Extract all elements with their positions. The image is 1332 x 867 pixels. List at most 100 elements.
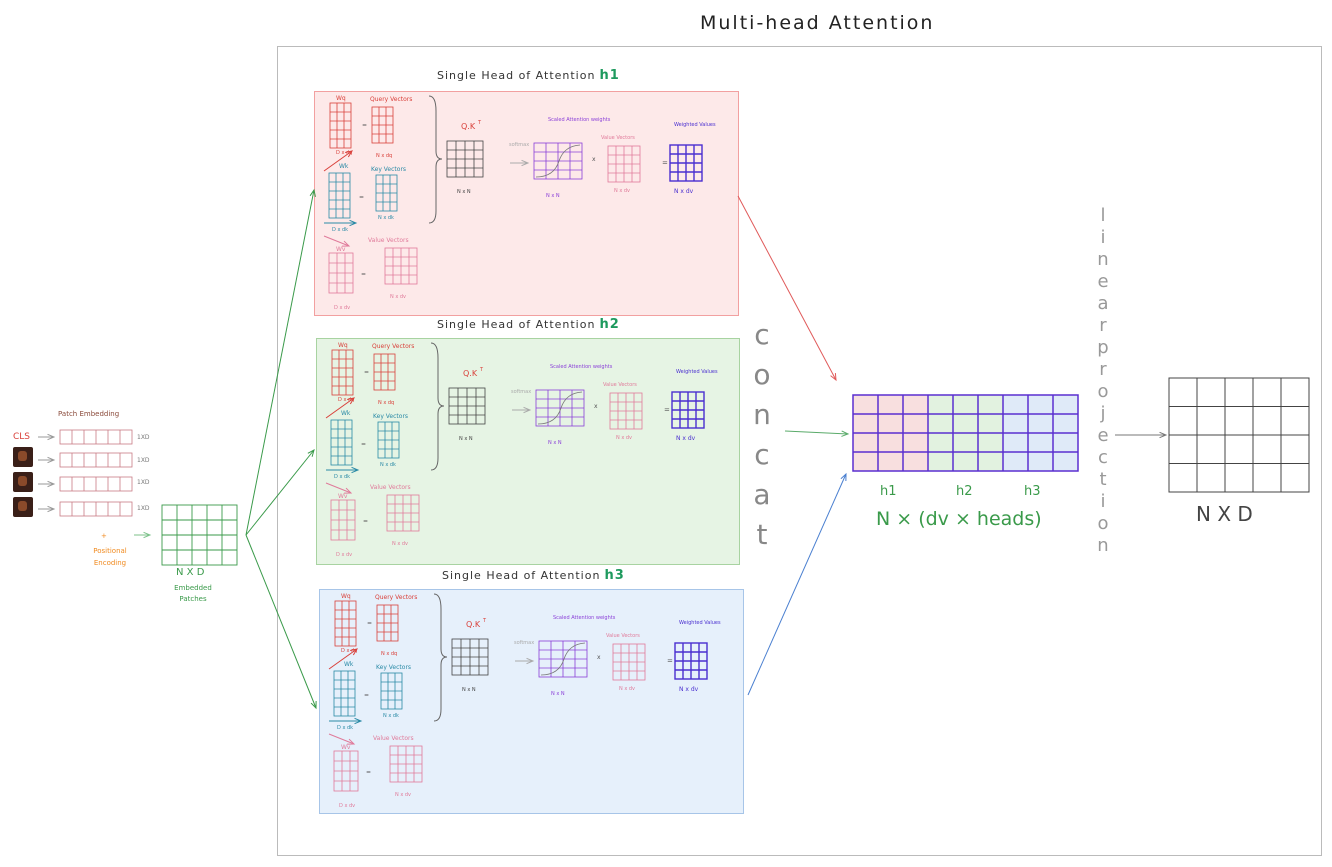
to-head-3-arrow-head xyxy=(310,700,317,710)
wq-arrow xyxy=(328,648,359,670)
qkt-grid xyxy=(446,140,484,178)
to-head-2-arrow-shaft xyxy=(245,449,315,536)
patch-row xyxy=(59,476,133,492)
scaled-attention-label: Scaled Attention weights xyxy=(553,615,616,621)
head-label-text: Single Head of Attention xyxy=(442,569,601,582)
eq-sign: = xyxy=(359,194,364,201)
key-vectors-label: Key Vectors xyxy=(376,664,411,671)
softmax-arrow-head xyxy=(523,406,532,414)
patch-arrow-head xyxy=(47,456,56,464)
value-copy-grid xyxy=(607,145,641,183)
concat-cell xyxy=(928,414,953,433)
softmax-label: softmax xyxy=(514,640,534,646)
patch-embedding-label: Patch Embedding xyxy=(58,410,120,418)
concat-cell xyxy=(1028,433,1053,452)
eq-sign: = xyxy=(361,271,366,278)
x-sign: x xyxy=(592,156,596,163)
wq-label: Wq xyxy=(336,95,346,102)
wq-grid xyxy=(334,600,357,647)
weighted-dim-label: N x dv xyxy=(679,686,699,693)
concat-cell xyxy=(1028,452,1053,471)
wk-arrow-head xyxy=(351,466,360,474)
wq-grid-frame xyxy=(334,600,357,647)
qkt-sup-label: T xyxy=(477,120,482,126)
key-dim-label: N x dk xyxy=(378,215,394,221)
wv-arrow-shaft xyxy=(328,733,355,745)
concat-cell xyxy=(928,433,953,452)
concat-cell xyxy=(903,433,928,452)
to-head-1-arrow-shaft xyxy=(245,189,315,536)
head-3-to-concat-arrow-head xyxy=(840,472,847,482)
key-grid xyxy=(375,174,398,212)
softmax-label: softmax xyxy=(509,142,529,148)
concat-cell xyxy=(903,395,928,414)
attention-dim-label: N x N xyxy=(548,440,562,446)
wv-arrow-shaft xyxy=(323,235,350,247)
head-2-to-concat-arrow-shaft xyxy=(784,430,849,435)
wk-grid-frame xyxy=(328,172,351,219)
qkt-dim-label: N x N xyxy=(457,189,471,195)
value-vectors-label: Value Vectors xyxy=(370,484,411,491)
eq-sign: = xyxy=(364,692,369,699)
wk-arrow xyxy=(324,219,358,227)
embedded-dim-label: N X D xyxy=(176,567,205,578)
wq-arrow-head xyxy=(345,150,354,158)
key-grid xyxy=(377,421,400,459)
wk-arrow xyxy=(329,717,363,725)
query-vectors-label: Query Vectors xyxy=(375,594,417,601)
head-3-to-concat-arrow-shaft xyxy=(747,473,847,696)
wv-arrow-head xyxy=(341,240,351,247)
linear-projection-label: l i n e a r p r o j e c t i o n xyxy=(1097,205,1109,556)
to-head-2-arrow-head xyxy=(307,448,315,457)
query-vectors-label: Query Vectors xyxy=(372,343,414,350)
wv-dim-label: D x dv xyxy=(339,803,355,809)
wq-arrow-head xyxy=(350,648,359,656)
value-dim-label: N x dv xyxy=(395,792,411,798)
softmax-label: softmax xyxy=(511,389,531,395)
embedded-patches-grid xyxy=(161,504,238,566)
weighted-grid xyxy=(669,144,703,182)
wk-grid xyxy=(333,670,356,717)
concat-cell xyxy=(903,414,928,433)
concat-grid xyxy=(852,394,1079,472)
patch-row xyxy=(59,452,133,468)
wv-label: Wv xyxy=(338,493,348,500)
patch-image-2 xyxy=(13,472,33,492)
softmax-arrow-head xyxy=(521,159,530,167)
concat-cell xyxy=(1053,414,1078,433)
concat-cell xyxy=(978,452,1003,471)
embedded-patches-label: Embedded Patches xyxy=(174,584,212,603)
attention-dim-label: N x N xyxy=(546,193,560,199)
value-grid xyxy=(384,247,418,285)
eq-sign: = xyxy=(363,518,368,525)
concat-h3-label: h3 xyxy=(1024,484,1041,499)
wv-grid xyxy=(333,750,359,792)
positional-encoding-label: Positional Encoding xyxy=(93,547,127,567)
weighted-values-label: Weighted Values xyxy=(674,122,716,128)
wv-arrow xyxy=(328,733,356,745)
query-vectors-label: Query Vectors xyxy=(370,96,412,103)
concat-label: c o n c a t xyxy=(753,318,771,551)
wv-arrow xyxy=(325,482,353,494)
head-1-to-concat-arrow xyxy=(737,195,837,382)
softmax-arrow xyxy=(512,406,532,414)
wk-dim-label: D x dk xyxy=(332,227,348,233)
concat-cell xyxy=(953,433,978,452)
eq-sign: = xyxy=(364,369,369,376)
concat-cell xyxy=(928,395,953,414)
softmax-arrow xyxy=(515,657,535,665)
key-dim-label: N x dk xyxy=(383,713,399,719)
head-tag: h2 xyxy=(599,317,620,332)
value-grid xyxy=(386,494,420,532)
qkt-grid xyxy=(451,638,489,676)
x-sign: x xyxy=(597,654,601,661)
concat-cell xyxy=(1053,433,1078,452)
wq-arrow-shaft xyxy=(323,150,353,172)
query-dim-label: N x dq xyxy=(381,651,397,657)
patch-arrow xyxy=(38,433,56,441)
patch-arrow-head xyxy=(47,433,56,441)
qkt-sup-label: T xyxy=(482,618,487,624)
